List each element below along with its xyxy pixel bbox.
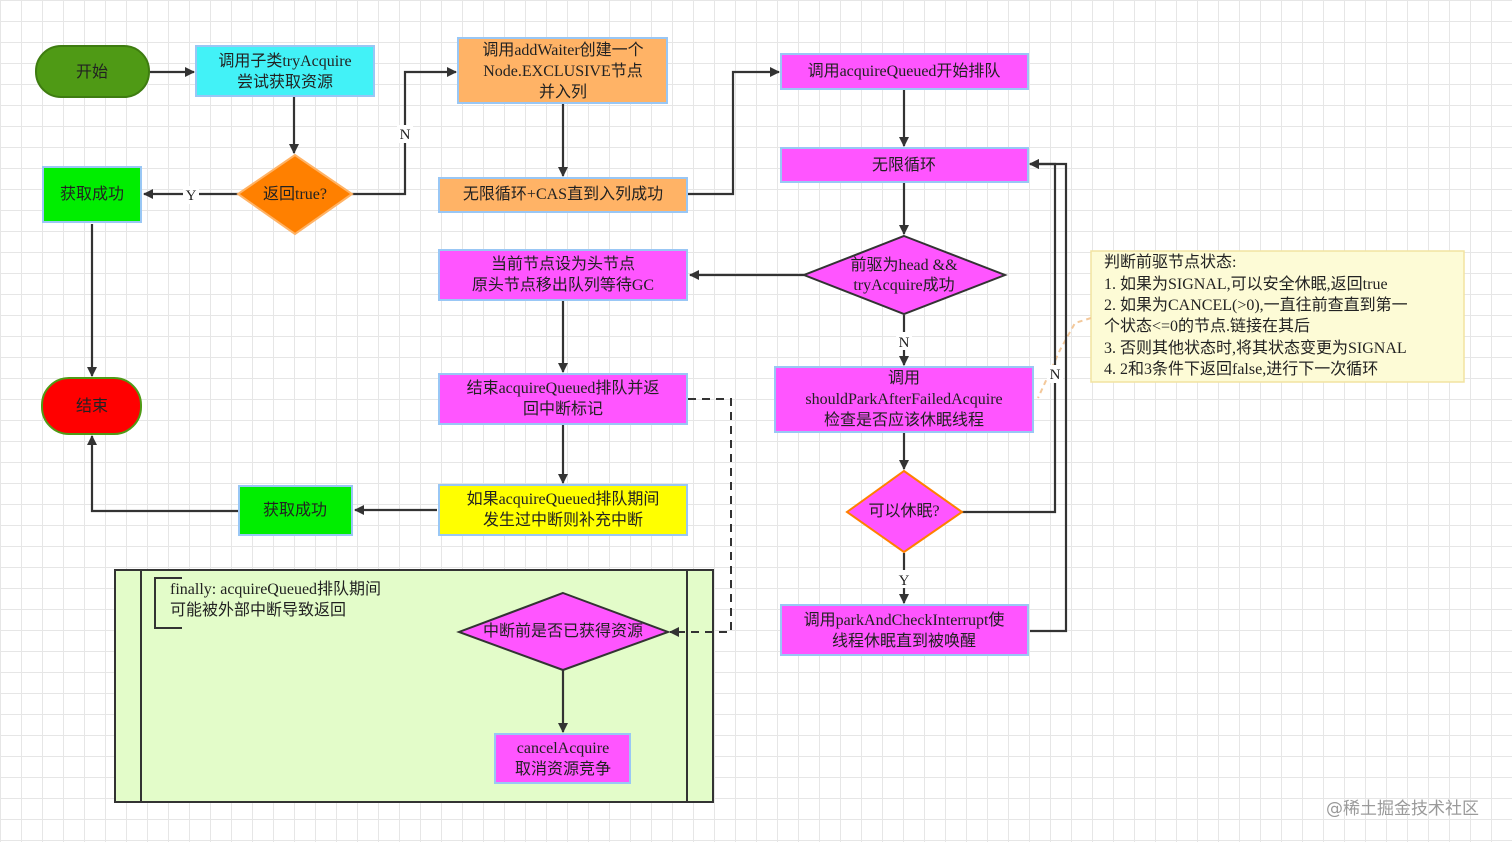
svg-text:获取成功: 获取成功 xyxy=(60,185,124,203)
note-line-5: 3. 否则其他状态时,将其状态变更为SIGNAL xyxy=(1104,339,1407,357)
svg-text:尝试获取资源: 尝试获取资源 xyxy=(237,73,333,91)
note-line-1: 判断前驱节点状态: xyxy=(1104,253,1236,271)
svg-text:获取成功: 获取成功 xyxy=(263,501,327,519)
svg-text:tryAcquire成功: tryAcquire成功 xyxy=(853,276,954,294)
start-node: 开始 xyxy=(35,45,150,98)
svg-text:如果acquireQueued排队期间: 如果acquireQueued排队期间 xyxy=(467,490,660,508)
end-acquire-queued-node: 结束acquireQueued排队并返 回中断标记 xyxy=(438,373,688,425)
svg-text:取消资源竞争: 取消资源竞争 xyxy=(515,760,611,778)
svg-text:并入列: 并入列 xyxy=(539,83,587,101)
end-node: 结束 xyxy=(41,377,142,435)
predecessor-state-note: 判断前驱节点状态: 1. 如果为SIGNAL,可以安全休眠,返回true 2. … xyxy=(1090,250,1465,383)
svg-text:N: N xyxy=(899,335,910,351)
acquire-queued-node: 调用acquireQueued开始排队 xyxy=(780,53,1029,90)
svg-text:中断前是否已获得资源: 中断前是否已获得资源 xyxy=(483,622,643,640)
finally-note-line-2: 可能被外部中断导致返回 xyxy=(170,601,346,619)
svg-text:无限循环: 无限循环 xyxy=(872,156,936,174)
edge-label-no-1: N xyxy=(397,125,413,143)
svg-text:开始: 开始 xyxy=(76,63,108,81)
svg-text:N: N xyxy=(1050,367,1061,383)
svg-text:shouldParkAfterFailedAcquire: shouldParkAfterFailedAcquire xyxy=(805,391,1002,408)
svg-text:调用addWaiter创建一个: 调用addWaiter创建一个 xyxy=(482,41,643,59)
cancel-acquire-node: cancelAcquire 取消资源竞争 xyxy=(494,733,631,784)
svg-text:Y: Y xyxy=(186,188,197,204)
svg-text:调用子类tryAcquire: 调用子类tryAcquire xyxy=(218,52,351,70)
edge-label-no-3: N xyxy=(1047,365,1063,383)
svg-text:cancelAcquire: cancelAcquire xyxy=(517,740,609,757)
svg-text:当前节点设为头节点: 当前节点设为头节点 xyxy=(491,255,635,273)
svg-text:检查是否应该休眠线程: 检查是否应该休眠线程 xyxy=(824,410,984,429)
infinite-loop-node: 无限循环 xyxy=(780,147,1029,183)
edge-label-yes-2: Y xyxy=(896,570,912,589)
park-interrupt-node: 调用parkAndCheckInterrupt使 线程休眠直到被唤醒 xyxy=(780,604,1029,656)
was-acquired-decision: 中断前是否已获得资源 xyxy=(456,591,671,672)
svg-text:调用: 调用 xyxy=(888,369,920,387)
svg-text:Node.EXCLUSIVE节点: Node.EXCLUSIVE节点 xyxy=(483,62,643,80)
svg-text:Y: Y xyxy=(899,573,910,589)
finally-note-line-1: finally: acquireQueued排队期间 xyxy=(170,580,381,598)
pred-head-decision: 前驱为head && tryAcquire成功 xyxy=(801,234,1008,316)
svg-text:前驱为head &&: 前驱为head && xyxy=(850,256,958,274)
edge-label-yes-1: Y xyxy=(183,186,199,204)
svg-text:无限循环+CAS直到入列成功: 无限循环+CAS直到入列成功 xyxy=(463,185,663,203)
add-waiter-node: 调用addWaiter创建一个 Node.EXCLUSIVE节点 并入列 xyxy=(457,37,668,104)
return-true-decision: 返回true? xyxy=(236,153,354,236)
edge-label-no-2: N xyxy=(896,332,912,351)
acquire-success-node-1: 获取成功 xyxy=(42,166,142,223)
acquire-success-node-2: 获取成功 xyxy=(238,485,353,536)
svg-text:线程休眠直到被唤醒: 线程休眠直到被唤醒 xyxy=(832,632,976,650)
try-acquire-node: 调用子类tryAcquire 尝试获取资源 xyxy=(195,45,375,97)
finally-container: finally: acquireQueued排队期间 可能被外部中断导致返回 xyxy=(114,569,714,803)
note-line-6: 4. 2和3条件下返回false,进行下一次循环 xyxy=(1104,360,1378,378)
svg-text:调用parkAndCheckInterrupt使: 调用parkAndCheckInterrupt使 xyxy=(804,611,1005,629)
svg-text:结束: 结束 xyxy=(76,397,108,415)
self-interrupt-node: 如果acquireQueued排队期间 发生过中断则补充中断 xyxy=(438,484,688,536)
set-head-node: 当前节点设为头节点 原头节点移出队列等待GC xyxy=(438,249,688,301)
svg-text:返回true?: 返回true? xyxy=(263,185,327,203)
svg-text:回中断标记: 回中断标记 xyxy=(523,400,603,418)
svg-text:发生过中断则补充中断: 发生过中断则补充中断 xyxy=(483,511,643,529)
svg-text:可以休眠?: 可以休眠? xyxy=(868,502,939,520)
svg-text:N: N xyxy=(400,127,411,143)
note-line-4: 个状态<=0的节点.链接在其后 xyxy=(1104,317,1310,335)
should-park-node: 调用 shouldParkAfterFailedAcquire 检查是否应该休眠… xyxy=(774,366,1034,433)
svg-text:原头节点移出队列等待GC: 原头节点移出队列等待GC xyxy=(472,276,654,294)
watermark: @稀土掘金技术社区 xyxy=(1326,799,1479,819)
svg-text:结束acquireQueued排队并返: 结束acquireQueued排队并返 xyxy=(467,379,660,397)
note-line-3: 2. 如果为CANCEL(>0),一直往前查直到第一 xyxy=(1104,296,1408,314)
note-connector xyxy=(1037,317,1092,399)
note-line-2: 1. 如果为SIGNAL,可以安全休眠,返回true xyxy=(1104,275,1388,293)
can-sleep-decision: 可以休眠? xyxy=(845,469,964,554)
cas-loop-node: 无限循环+CAS直到入列成功 xyxy=(438,177,688,213)
svg-text:调用acquireQueued开始排队: 调用acquireQueued开始排队 xyxy=(808,62,1001,80)
